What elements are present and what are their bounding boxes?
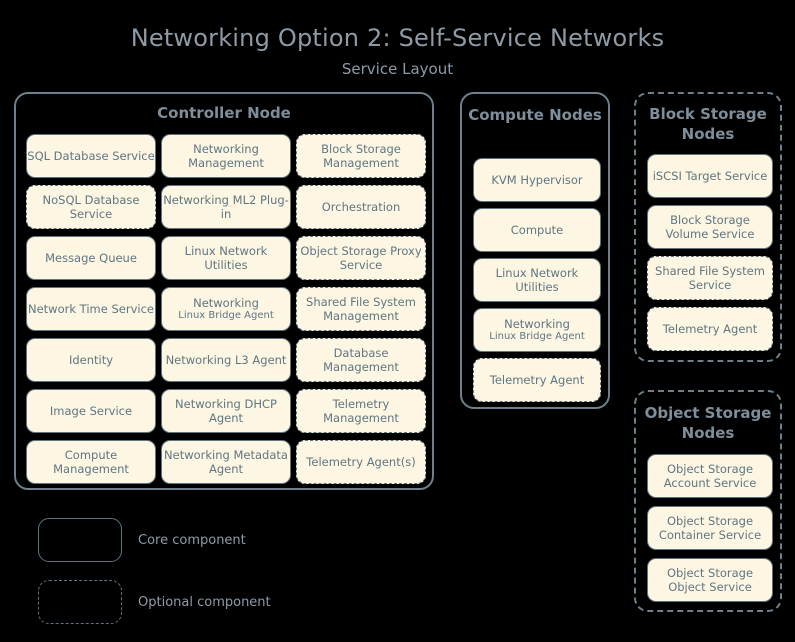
service-chip-label: Object Storage Proxy Service [300, 243, 422, 272]
service-chip[interactable]: KVM Hypervisor [473, 158, 601, 202]
service-chip[interactable]: Network Time Service [26, 287, 156, 331]
service-chip-label: Block Storage Volume Service [665, 212, 755, 241]
service-chip[interactable]: SQL Database Service [26, 134, 156, 178]
service-chip[interactable]: Object Storage Account Service [647, 454, 773, 498]
controller-service-grid: SQL Database Service Networking Managemen… [26, 134, 426, 484]
service-chip[interactable]: Telemetry Agent(s) [296, 440, 426, 484]
service-chip[interactable]: Compute [473, 208, 601, 252]
service-chip-label: NoSQL Database Service [42, 192, 140, 221]
service-chip-label: Telemetry Management [323, 396, 399, 425]
service-chip-label: Networking DHCP Agent [175, 396, 277, 425]
service-chip-label: Networking Management [188, 141, 264, 170]
service-chip-label: Linux Network Utilities [184, 243, 268, 272]
service-chip-label: Telemetry Agent(s) [306, 454, 416, 469]
service-chip[interactable]: Linux Network Utilities [161, 236, 291, 280]
service-chip-label: SQL Database Service [27, 148, 155, 163]
block-storage-nodes-container: Block Storage Nodes iSCSI Target Service… [634, 92, 782, 362]
service-chip-label: Block Storage Management [321, 141, 401, 170]
service-chip[interactable]: Orchestration [296, 185, 426, 229]
service-chip-label: Identity [68, 352, 114, 367]
service-chip[interactable]: Telemetry Management [296, 389, 426, 433]
service-chip[interactable]: Networking Management [161, 134, 291, 178]
service-chip-label: Linux Network Utilities [495, 265, 579, 294]
legend-optional-label: Optional component [138, 594, 271, 610]
service-chip-label: Message Queue [45, 250, 137, 265]
service-chip-label: iSCSI Target Service [652, 168, 768, 183]
controller-node-title: Controller Node [157, 104, 291, 122]
service-chip-label: Orchestration [321, 199, 401, 214]
service-chip[interactable]: Telemetry Agent [647, 307, 773, 351]
service-chip[interactable]: Networking ML2 Plug-in [161, 185, 291, 229]
block-storage-nodes-title: Block Storage Nodes [649, 105, 767, 144]
service-chip-label: Telemetry Agent [662, 321, 758, 336]
service-chip-label: Image Service [49, 403, 133, 418]
service-chip-label: Networking Metadata Agent [164, 447, 288, 476]
service-chip-sublabel: Linux Bridge Agent [178, 309, 274, 321]
object-storage-nodes-container: Object Storage Nodes Object Storage Acco… [634, 390, 782, 612]
service-chip[interactable]: Compute Management [26, 440, 156, 484]
service-chip[interactable]: Message Queue [26, 236, 156, 280]
service-chip-label: Database Management [323, 345, 399, 374]
service-chip[interactable]: Networking DHCP Agent [161, 389, 291, 433]
service-chip[interactable]: iSCSI Target Service [647, 154, 773, 198]
legend-core-label: Core component [138, 532, 246, 548]
service-chip[interactable]: Block Storage Volume Service [647, 205, 773, 249]
service-chip-label: Compute [510, 222, 564, 237]
service-chip[interactable]: Linux Network Utilities [473, 258, 601, 302]
service-chip-label: Networking [504, 316, 570, 331]
service-chip-label: Object Storage Object Service [666, 565, 754, 594]
service-chip[interactable]: Shared File System Management [296, 287, 426, 331]
legend-core-swatch [38, 518, 122, 562]
service-chip-label: Object Storage Container Service [658, 513, 762, 542]
service-chip[interactable]: Telemetry Agent [473, 358, 601, 402]
page-subtitle: Service Layout [341, 60, 454, 78]
service-chip-label: Compute Management [53, 447, 129, 476]
legend-core-row: Core component [38, 518, 246, 562]
legend-optional-row: Optional component [38, 580, 271, 624]
service-chip-label: Networking [193, 295, 259, 310]
object-storage-nodes-title: Object Storage Nodes [644, 404, 772, 443]
service-chip-label: Shared File System Management [306, 294, 416, 323]
service-chip[interactable]: Object Storage Proxy Service [296, 236, 426, 280]
service-chip-label: Shared File System Service [655, 263, 765, 292]
service-chip[interactable]: NoSQL Database Service [26, 185, 156, 229]
service-chip[interactable]: Object Storage Object Service [647, 558, 773, 602]
service-chip[interactable]: Database Management [296, 338, 426, 382]
service-chip[interactable]: Object Storage Container Service [647, 506, 773, 550]
service-chip[interactable]: Networking Metadata Agent [161, 440, 291, 484]
legend-optional-swatch [38, 580, 122, 624]
service-chip[interactable]: Identity [26, 338, 156, 382]
service-chip-label: Networking L3 Agent [165, 352, 287, 367]
service-chip-label: Network Time Service [28, 301, 154, 316]
service-chip[interactable]: Block Storage Management [296, 134, 426, 178]
service-chip-label: Object Storage Account Service [663, 461, 757, 490]
service-chip-label: KVM Hypervisor [491, 172, 583, 187]
page-title: Networking Option 2: Self-Service Networ… [130, 24, 665, 52]
service-chip[interactable]: Shared File System Service [647, 256, 773, 300]
service-chip[interactable]: Networking L3 Agent [161, 338, 291, 382]
compute-nodes-title: Compute Nodes [468, 106, 602, 124]
service-chip[interactable]: Image Service [26, 389, 156, 433]
service-chip-label: Networking ML2 Plug-in [163, 192, 289, 221]
service-chip-label: Telemetry Agent [489, 372, 585, 387]
service-chip-sublabel: Linux Bridge Agent [489, 330, 585, 342]
